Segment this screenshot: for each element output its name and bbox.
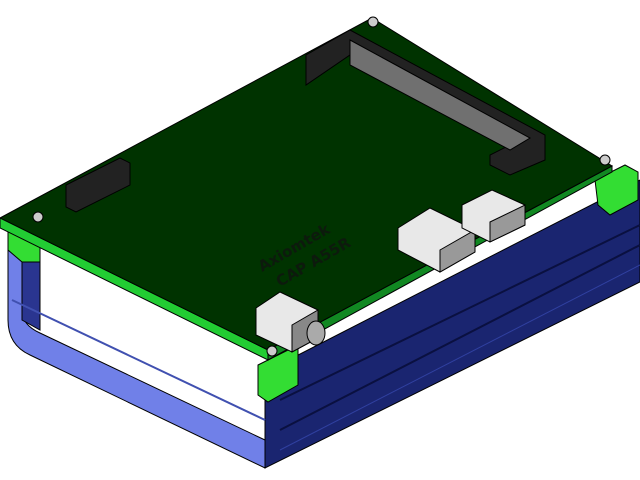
small-header (65, 157, 131, 213)
audio-jack-barrel (306, 320, 326, 346)
screw (32, 211, 44, 223)
screw (599, 154, 611, 166)
end-cap-right (594, 164, 639, 216)
enclosure-rail (279, 244, 640, 431)
header-connector-inner (349, 39, 532, 151)
enclosure-rail (279, 224, 640, 401)
screw (367, 16, 379, 28)
header-connector (305, 29, 546, 176)
screw (266, 345, 278, 357)
enclosure-side-wall (264, 179, 640, 469)
enclosure-groove (11, 299, 266, 421)
usb-connector-side (489, 204, 526, 243)
usb-connector-side (439, 229, 476, 273)
enclosure-rail (279, 264, 640, 451)
